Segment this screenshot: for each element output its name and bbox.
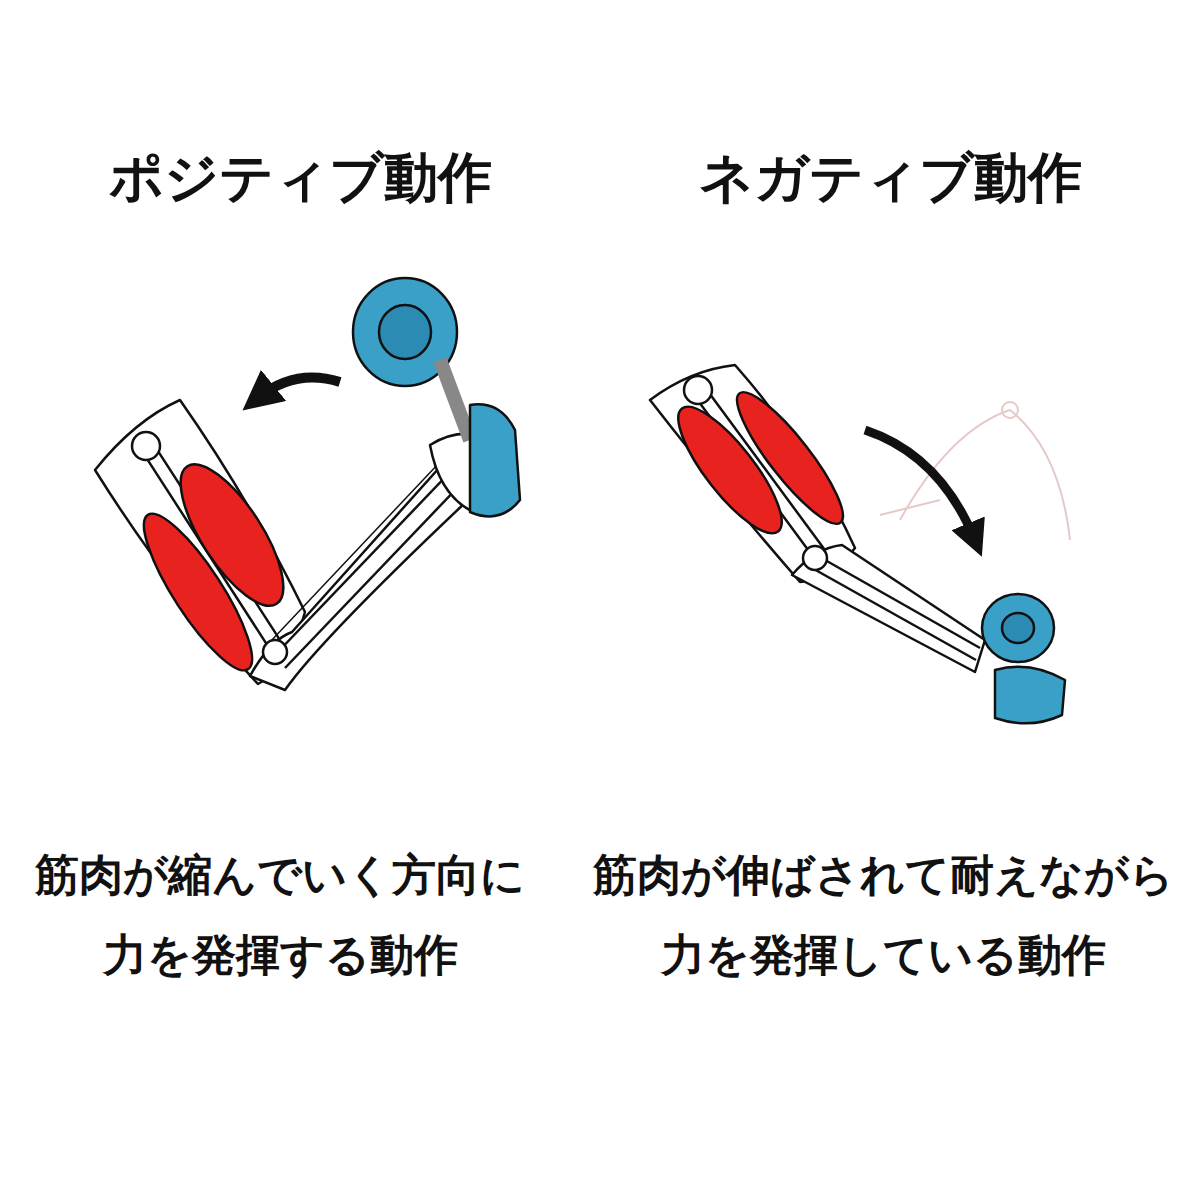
positive-arm bbox=[95, 278, 520, 690]
section-heading: ネガティブ動作 bbox=[630, 146, 1150, 210]
description-text: 筋肉が縮んでいく方向に 力を発揮する動作 bbox=[10, 835, 550, 995]
description-text: 筋肉が伸ばされて耐えながら 力を発揮している動作 bbox=[578, 835, 1188, 995]
negative-arm bbox=[650, 365, 1070, 723]
section-heading: ポジティブ動作 bbox=[40, 146, 560, 210]
